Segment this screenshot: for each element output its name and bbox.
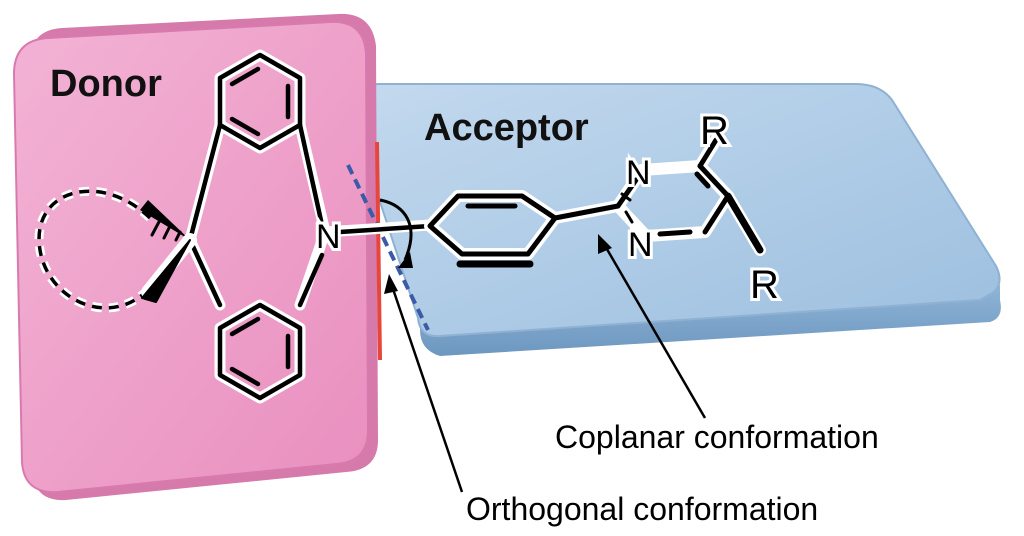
substituent-r-top: R xyxy=(700,109,729,153)
acceptor-nitrogen-2: N xyxy=(628,226,653,264)
acceptor-molecule xyxy=(424,134,766,268)
orthogonal-marker-red xyxy=(375,141,382,361)
coplanar-annotation: Coplanar conformation xyxy=(555,419,879,455)
acceptor-label: Acceptor xyxy=(424,107,589,149)
orthogonal-leader xyxy=(384,274,464,493)
substituent-r-bottom: R xyxy=(750,263,779,307)
donor-molecule xyxy=(140,49,436,404)
orthogonal-marker-blue xyxy=(346,164,430,331)
donor-nitrogen: N xyxy=(316,218,341,256)
rotation-arc xyxy=(379,198,413,268)
coplanar-leader xyxy=(598,234,707,419)
orthogonal-annotation: Orthogonal conformation xyxy=(466,491,818,527)
donor-label: Donor xyxy=(50,63,162,105)
acceptor-plane xyxy=(348,83,1001,356)
acceptor-nitrogen-1: N xyxy=(626,154,651,192)
